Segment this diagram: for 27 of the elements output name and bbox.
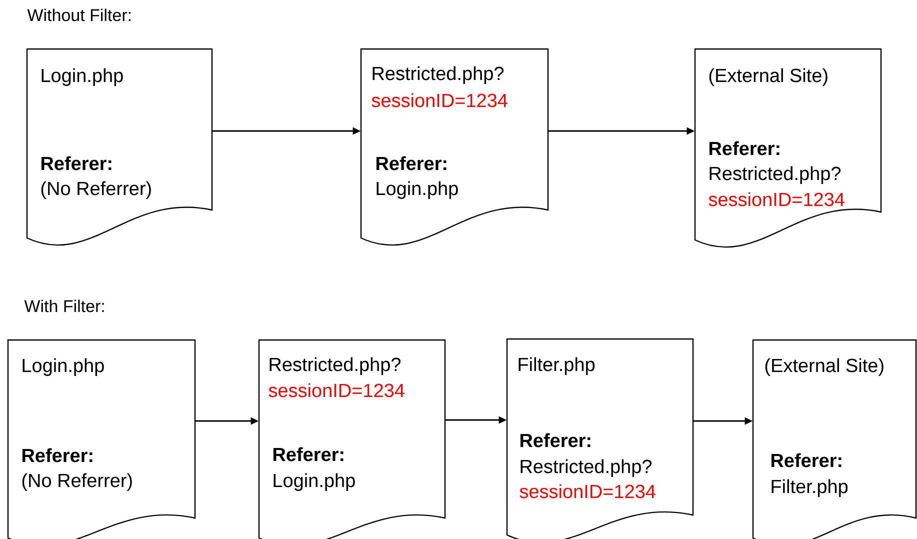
referer-label: Referer: [273,447,344,462]
document-text: Restricted.php? [270,357,401,375]
document-text: Login.php [42,68,123,86]
document-text: Login.php [376,181,458,199]
document-text: (No Referrer) [22,473,132,491]
referer-label: Referer: [709,141,780,156]
referer-label: Referer: [520,433,590,448]
referer-label: Referer: [41,156,112,170]
document-text: Filter.php [518,357,595,375]
session-id-text: sessionID=1234 [520,484,656,498]
session-id-text: sessionID=1234 [708,192,844,206]
document-text: Restricted.php? [372,66,504,84]
document-text: Restricted.php? [710,166,841,184]
referer-label: Referer: [22,448,92,462]
document-text: Login.php [22,358,104,376]
document-text: Login.php [274,473,355,491]
section-heading: Without Filter: [27,8,130,22]
document-text: (No Referrer) [41,181,151,199]
document-text: Restricted.php? [520,459,652,477]
section-heading: With Filter: [24,300,104,312]
referer-label: Referer: [376,156,446,170]
session-id-text: sessionID=1234 [268,383,404,398]
document-text: Filter.php [772,479,848,497]
session-id-text: sessionID=1234 [372,93,508,108]
document-text: (External Site) [765,358,884,376]
document-text: (External Site) [709,68,828,86]
referer-label: Referer: [771,453,842,468]
